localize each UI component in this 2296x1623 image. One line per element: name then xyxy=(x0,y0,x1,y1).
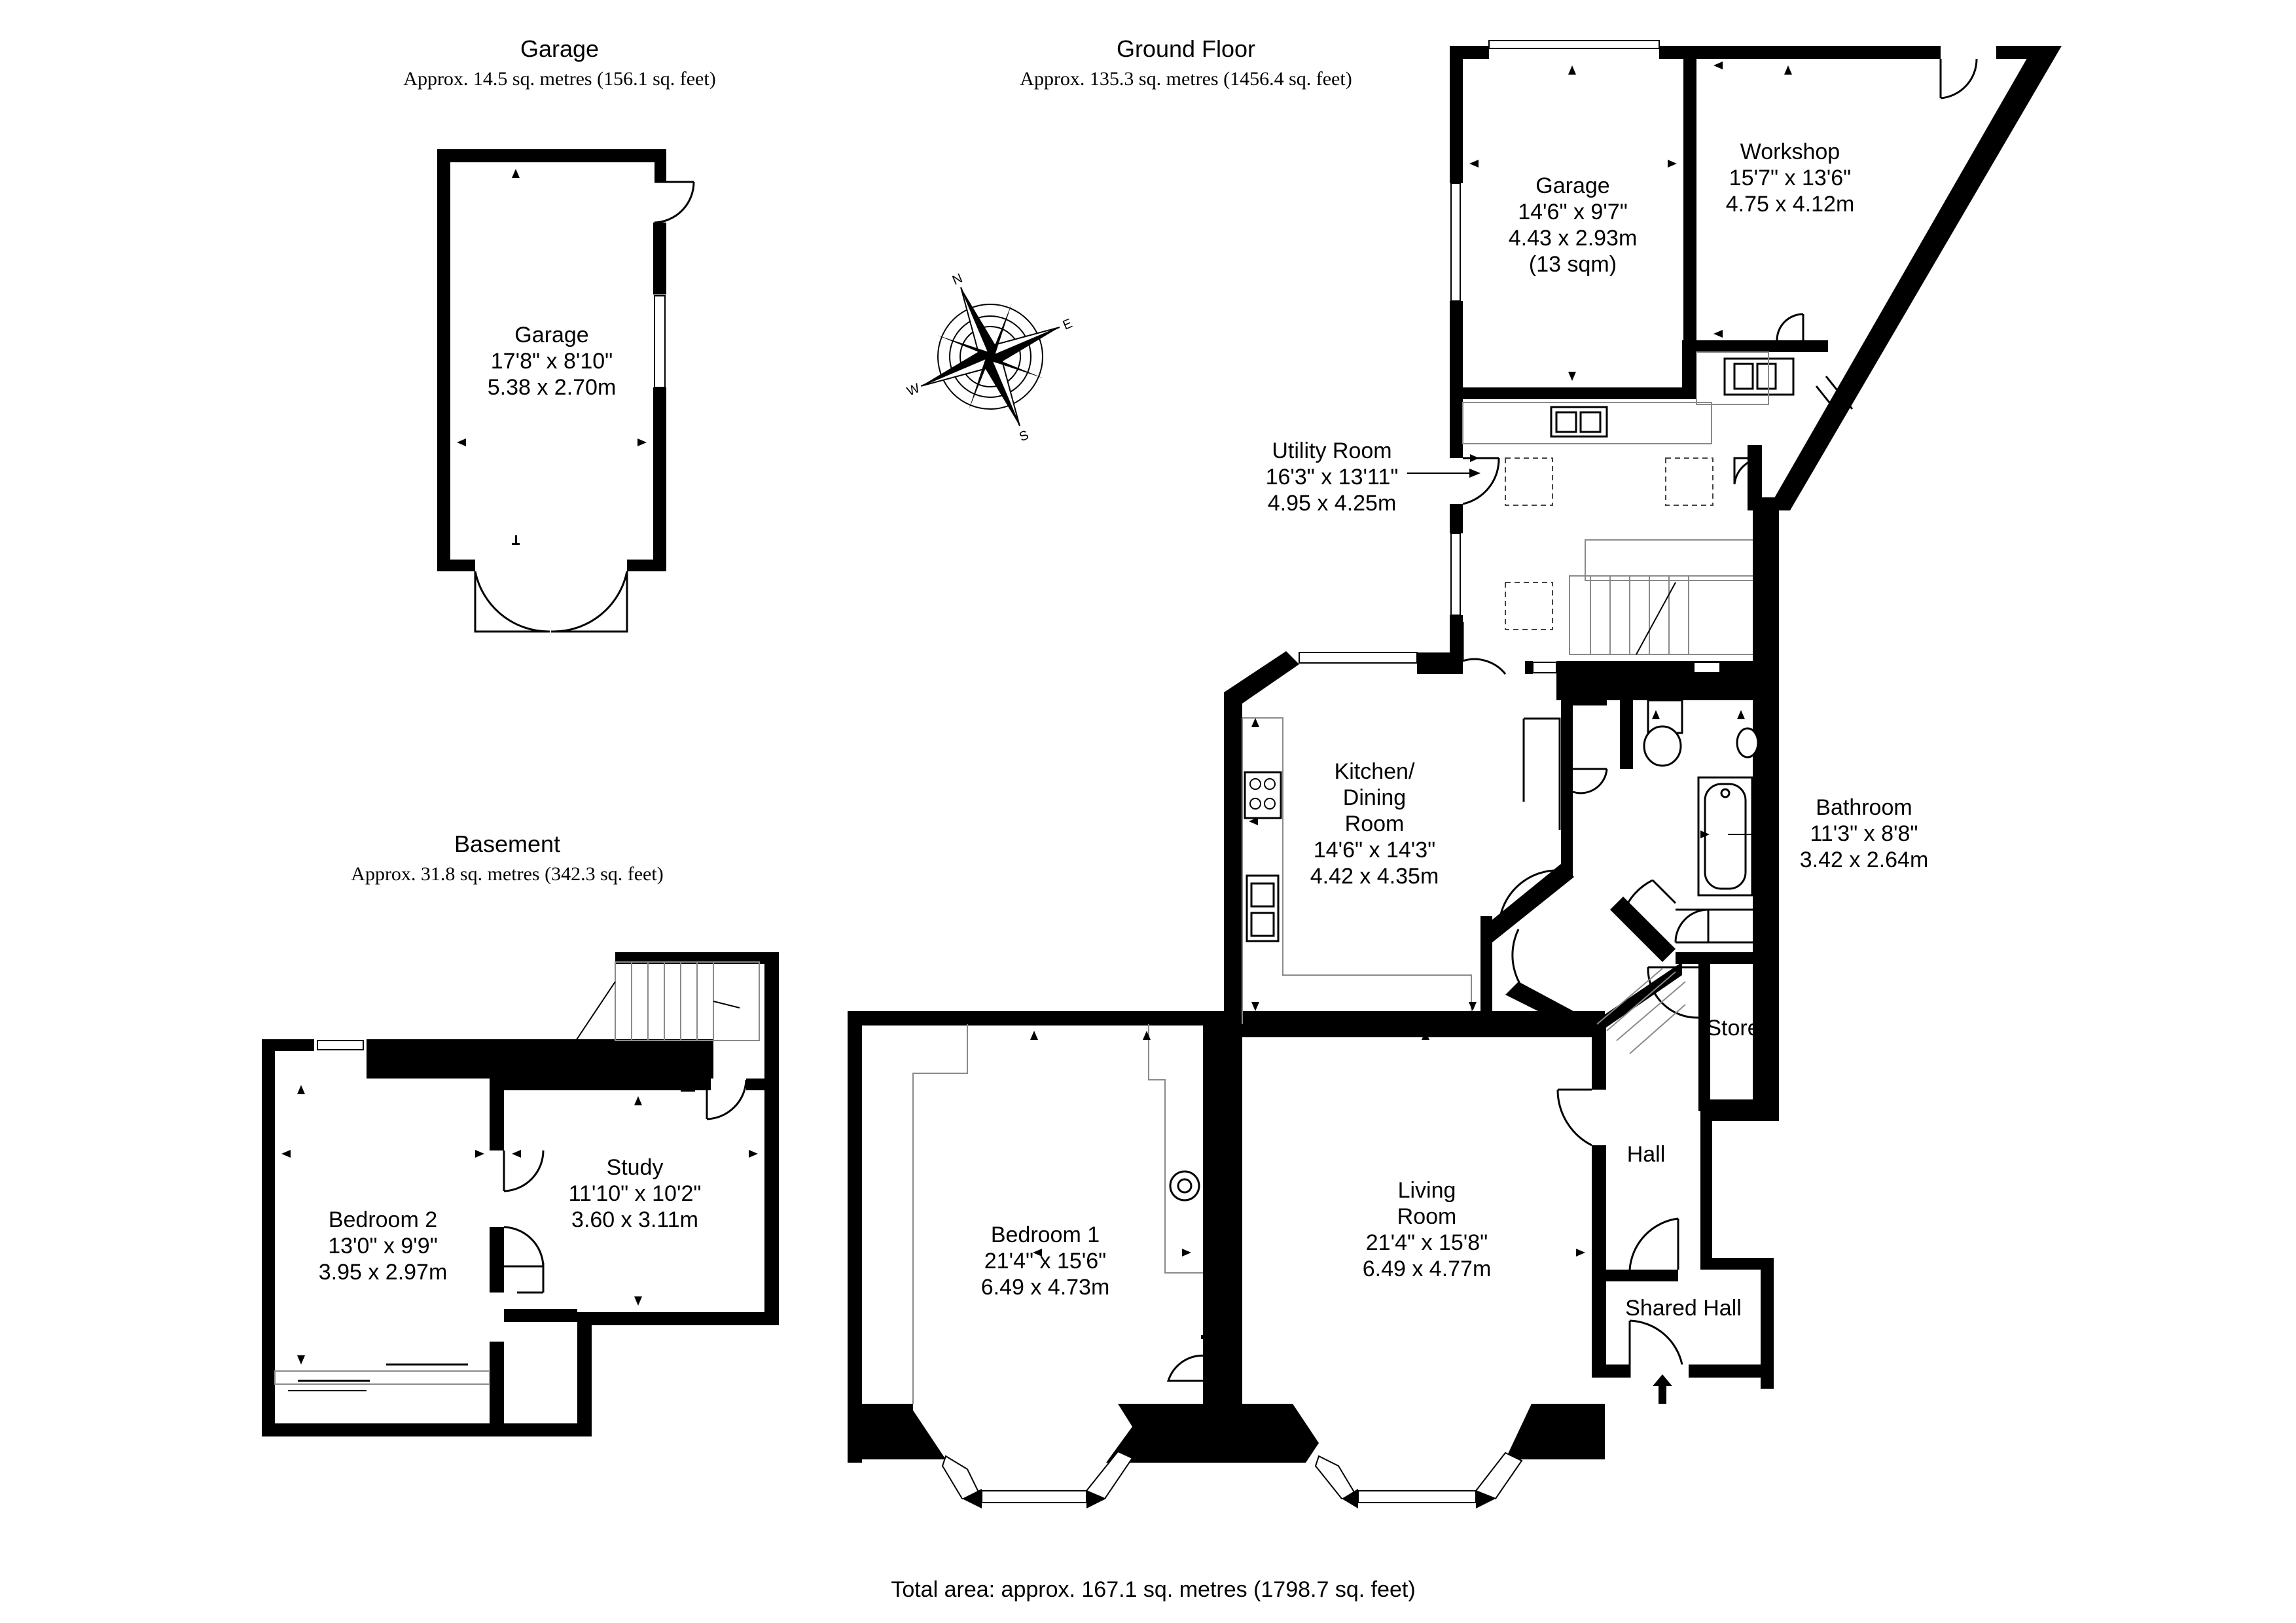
study-label: Study 11'10" x 10'2" 3.60 x 3.11m xyxy=(569,1155,702,1232)
ground-floor-title: Ground Floor xyxy=(1117,35,1255,62)
workshop-name: Workshop xyxy=(1740,139,1840,164)
kitchen-line2: Dining xyxy=(1343,785,1406,810)
living-metric: 6.49 x 4.77m xyxy=(1363,1257,1492,1281)
bedroom2-imperial: 13'0" x 9'9" xyxy=(328,1234,438,1258)
kitchen-line3: Room xyxy=(1345,812,1405,836)
utility-room-imperial: 16'3" x 13'11" xyxy=(1266,465,1399,490)
basement-title: Basement xyxy=(454,830,560,857)
hall-label: Hall xyxy=(1627,1142,1666,1167)
garage-imperial: 14'6" x 9'7" xyxy=(1518,200,1628,224)
workshop-imperial: 15'7" x 13'6" xyxy=(1729,166,1851,190)
detached-garage-imperial: 17'8" x 8'10" xyxy=(491,349,613,374)
shared-hall-label: Shared Hall xyxy=(1625,1296,1742,1321)
detached-garage-label: Garage 17'8" x 8'10" 5.38 x 2.70m xyxy=(488,323,617,400)
study-imperial: 11'10" x 10'2" xyxy=(569,1181,702,1206)
bathroom-metric: 3.42 x 2.64m xyxy=(1800,847,1929,872)
compass-label-w: W xyxy=(905,381,922,399)
compass-label-s: S xyxy=(1017,428,1031,444)
detached-garage-plan xyxy=(437,149,695,633)
garage-header: Garage Approx. 14.5 sq. metres (156.1 sq… xyxy=(403,35,715,90)
garage-metric: 4.43 x 2.93m xyxy=(1509,226,1638,251)
bedroom2-name: Bedroom 2 xyxy=(329,1207,437,1232)
living-room-label: Living Room 21'4" x 15'8" 6.49 x 4.77m xyxy=(1363,1178,1492,1281)
workshop-label: Workshop 15'7" x 13'6" 4.75 x 4.12m xyxy=(1726,139,1855,217)
study-name: Study xyxy=(607,1155,664,1180)
living-line2: Room xyxy=(1397,1204,1457,1229)
staircase xyxy=(1569,575,1767,655)
detached-garage-name: Garage xyxy=(514,323,588,348)
utility-room-metric: 4.95 x 4.25m xyxy=(1268,491,1397,516)
living-imperial: 21'4" x 15'8" xyxy=(1366,1230,1488,1255)
bathroom-name: Bathroom xyxy=(1816,795,1912,820)
living-line1: Living xyxy=(1398,1178,1456,1203)
bedroom1-label: Bedroom 1 21'4" x 15'6" 6.49 x 4.73m xyxy=(981,1222,1110,1300)
basement-area: Approx. 31.8 sq. metres (342.3 sq. feet) xyxy=(351,863,663,885)
garage-title: Garage xyxy=(520,35,599,62)
utility-room-pointer xyxy=(1407,469,1480,478)
workshop-metric: 4.75 x 4.12m xyxy=(1726,192,1855,217)
basement-plan xyxy=(262,952,779,1436)
utility-room-plan xyxy=(1450,376,1854,674)
utility-room-label: Utility Room 16'3" x 13'11" 4.95 x 4.25m xyxy=(1266,438,1399,516)
main-floor-walls xyxy=(848,454,1779,1508)
bedroom2-metric: 3.95 x 2.97m xyxy=(319,1260,448,1285)
compass-label-n: N xyxy=(950,271,965,288)
bathroom-label: Bathroom 11'3" x 8'8" 3.42 x 2.64m xyxy=(1800,795,1929,872)
garage-area: Approx. 14.5 sq. metres (156.1 sq. feet) xyxy=(403,68,715,90)
basement-header: Basement Approx. 31.8 sq. metres (342.3 … xyxy=(351,830,663,885)
study-metric: 3.60 x 3.11m xyxy=(571,1207,698,1232)
garage-sqm: (13 sqm) xyxy=(1529,252,1617,277)
detached-garage-metric: 5.38 x 2.70m xyxy=(488,375,617,400)
kitchen-line1: Kitchen/ xyxy=(1335,759,1415,784)
total-area: Total area: approx. 167.1 sq. metres (17… xyxy=(891,1577,1415,1602)
bedroom2-label: Bedroom 2 13'0" x 9'9" 3.95 x 2.97m xyxy=(319,1207,448,1285)
kitchen-metric: 4.42 x 4.35m xyxy=(1310,864,1439,889)
bedroom1-metric: 6.49 x 4.73m xyxy=(981,1275,1110,1300)
bedroom1-name: Bedroom 1 xyxy=(991,1222,1100,1247)
garage-label: Garage 14'6" x 9'7" 4.43 x 2.93m (13 sqm… xyxy=(1509,173,1638,277)
compass-rose-icon: N E S W xyxy=(905,271,1075,444)
kitchen-imperial: 14'6" x 14'3" xyxy=(1314,838,1435,863)
basement-staircase xyxy=(575,961,760,1041)
bathroom-imperial: 11'3" x 8'8" xyxy=(1810,821,1918,846)
garage-name: Garage xyxy=(1535,173,1609,198)
ground-floor-header: Ground Floor Approx. 135.3 sq. metres (1… xyxy=(1020,35,1352,90)
kitchen-label: Kitchen/ Dining Room 14'6" x 14'3" 4.42 … xyxy=(1310,759,1439,889)
compass-label-e: E xyxy=(1061,316,1075,332)
store-label: Store xyxy=(1706,1016,1759,1041)
utility-room-name: Utility Room xyxy=(1272,438,1391,463)
ground-floor-area: Approx. 135.3 sq. metres (1456.4 sq. fee… xyxy=(1020,68,1352,90)
bedroom1-imperial: 21'4" x 15'6" xyxy=(984,1249,1106,1274)
